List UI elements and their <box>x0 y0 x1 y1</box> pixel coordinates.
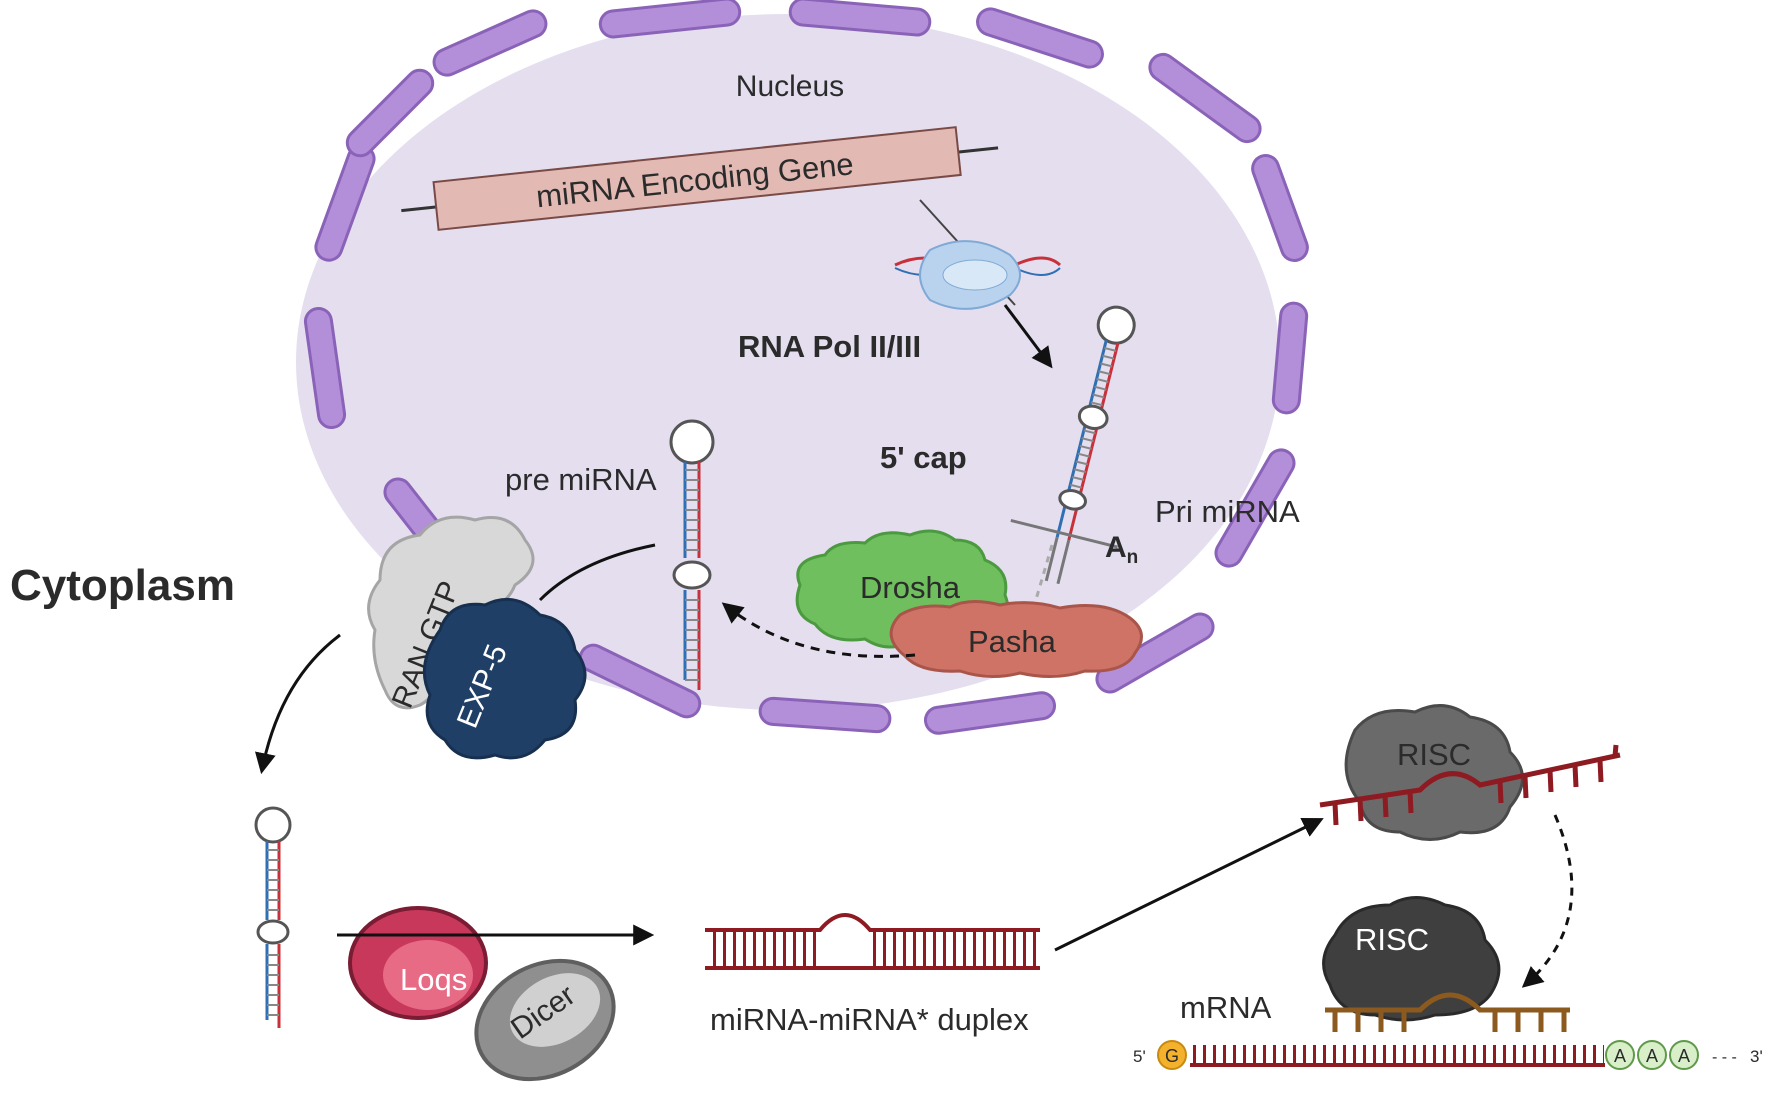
five-prime-label: 5' <box>1133 1047 1146 1066</box>
bound-guide-strand <box>1325 992 1570 1032</box>
risc-top-icon <box>1344 704 1524 841</box>
loqs-label: Loqs <box>400 962 467 997</box>
transcription-arrow <box>1003 304 1053 369</box>
risc-top-label: RISC <box>1397 737 1471 772</box>
risc-guide-strand <box>1319 744 1621 826</box>
pre-mirna-label: pre miRNA <box>505 462 657 497</box>
mrna-strand <box>1190 1045 1605 1067</box>
g-cap-label: G <box>1165 1046 1179 1066</box>
three-prime-label: 3' <box>1750 1047 1763 1066</box>
duplex-label: miRNA-miRNA* duplex <box>710 1002 1029 1037</box>
poly-a-1: A <box>1614 1046 1626 1066</box>
cytoplasm-pre-mirna <box>254 806 292 1028</box>
rna-pol-label: RNA Pol II/III <box>738 329 921 364</box>
g-cap-icon <box>1157 1040 1187 1070</box>
pasha-icon <box>889 600 1143 679</box>
processing-arrow <box>721 602 916 658</box>
targeting-arrow <box>1521 814 1574 988</box>
nuclear-envelope <box>303 0 1309 735</box>
poly-a-2: A <box>1646 1046 1658 1066</box>
cytoplasm-label: Cytoplasm <box>10 561 235 610</box>
a-n-label: An <box>1105 531 1138 568</box>
rna-polymerase-icon <box>894 199 1062 310</box>
pre-mirna-hairpin <box>669 419 715 690</box>
pasha-label: Pasha <box>968 624 1057 659</box>
nucleus-label: Nucleus <box>736 70 844 103</box>
mirna-duplex <box>705 913 1040 970</box>
poly-a-3: A <box>1678 1046 1690 1066</box>
exp5-icon <box>422 597 587 760</box>
drosha-label: Drosha <box>860 570 961 605</box>
pri-mirna-hairpin <box>1010 305 1136 585</box>
export-path <box>538 543 656 602</box>
loqs-inner <box>383 940 473 1010</box>
risc-bottom-icon <box>1322 896 1501 1022</box>
five-cap-label: 5' cap <box>880 440 967 475</box>
mrna-label: mRNA <box>1180 990 1272 1025</box>
poly-a-tail: A A A <box>1605 1040 1699 1070</box>
pri-mirna-label: Pri miRNA <box>1155 494 1300 529</box>
tail-dashes: - - - <box>1712 1049 1737 1066</box>
risc-bottom-label: RISC <box>1355 922 1429 957</box>
loading-arrow <box>1054 817 1324 952</box>
dicer-inner <box>509 973 601 1047</box>
export-arrow <box>255 633 341 775</box>
